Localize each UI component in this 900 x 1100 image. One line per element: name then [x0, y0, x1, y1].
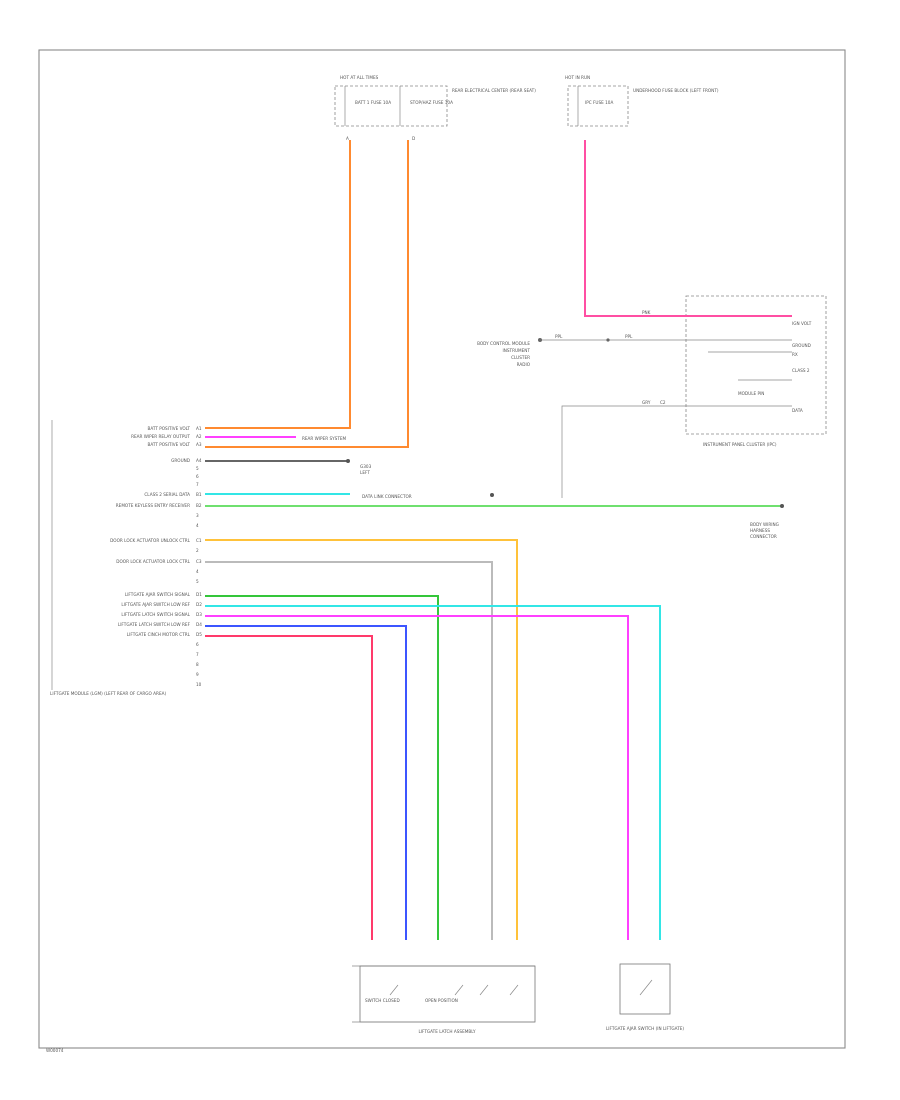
liftgate-module: LIFTGATE MODULE (LGM) (LEFT REAR OF CARG… [50, 420, 166, 696]
ipc-name: INSTRUMENT PANEL CLUSTER (IPC) [703, 442, 777, 447]
fuse-desc-label: REAR ELECTRICAL CENTER (REAR SEAT) [452, 88, 536, 93]
right-side-label: CLUSTER [511, 355, 530, 360]
instrument-panel-cluster: IGN VOLT GROUND RX CLASS 2 DATA MODULE P… [685, 295, 827, 447]
svg-text:5: 5 [196, 579, 199, 584]
svg-text:7: 7 [196, 652, 199, 657]
wire-yellow-unlock [205, 539, 518, 940]
wire-orange-batt2 [205, 140, 409, 448]
pin-label: LIFTGATE LATCH SWITCH LOW REF [118, 622, 191, 627]
fuse-desc-label: UNDERHOOD FUSE BLOCK (LEFT FRONT) [633, 88, 719, 93]
wiring-conn-label: BODY WIRING [750, 522, 779, 527]
svg-text:D1: D1 [196, 592, 202, 597]
svg-text:5: 5 [196, 466, 199, 471]
wire-green-ajar [205, 595, 439, 940]
svg-text:4: 4 [196, 523, 199, 528]
rear-wiper-label: REAR WIPER SYSTEM [302, 436, 347, 441]
svg-text:C3: C3 [196, 559, 202, 564]
svg-text:6: 6 [196, 474, 199, 479]
svg-text:A4: A4 [196, 458, 202, 463]
svg-text:4: 4 [196, 569, 199, 574]
pin-label: REMOTE KEYLESS ENTRY RECEIVER [116, 503, 190, 508]
svg-text:C1: C1 [196, 538, 202, 543]
svg-text:6: 6 [196, 642, 199, 647]
lgm-pin-numbers: A1 A2 A3 A4 5 6 7 B1 B2 3 4 C1 2 C3 4 5 … [196, 426, 202, 687]
wire-cyan-ajar-ref [205, 605, 661, 940]
svg-text:9: 9 [196, 672, 199, 677]
ipc-pin: CLASS 2 [792, 368, 810, 373]
wire-blue-latch-ref [205, 625, 407, 940]
pin-label: REAR WIPER RELAY OUTPUT [131, 434, 190, 439]
svg-text:A1: A1 [196, 426, 202, 431]
ground-label: G303 [360, 464, 372, 469]
svg-text:B2: B2 [196, 503, 202, 508]
svg-text:D4: D4 [196, 622, 202, 627]
ipc-pin: DATA [792, 408, 803, 413]
wire-label: PPL [555, 334, 563, 339]
pin-label: A [346, 136, 349, 141]
svg-text:10: 10 [196, 682, 202, 687]
svg-text:3: 3 [196, 513, 199, 518]
svg-text:7: 7 [196, 482, 199, 487]
wire-gray-lock [205, 561, 493, 940]
svg-text:D3: D3 [196, 612, 202, 617]
ipc-side-label: MODULE PIN [738, 391, 764, 396]
right-side-label: RADIO [517, 362, 531, 367]
svg-text:A2: A2 [196, 434, 202, 439]
wire-label: GRY [642, 400, 651, 405]
svg-text:D2: D2 [196, 602, 202, 607]
ground-desc: LEFT [360, 470, 370, 475]
ipc-pin: RX [792, 352, 798, 357]
pin-label: DOOR LOCK ACTUATOR LOCK CTRL [116, 559, 190, 564]
liftgate-latch-assembly: SWITCH CLOSED OPEN POSITION LIFTGATE LAT… [352, 965, 536, 1034]
svg-text:8: 8 [196, 662, 199, 667]
fuse2-label: STOP/HAZ FUSE 10A [410, 100, 453, 105]
pin-label: LIFTGATE AJAR SWITCH SIGNAL [125, 592, 191, 597]
wire-label: PNK [642, 310, 651, 315]
pin-label: DOOR LOCK ACTUATOR UNLOCK CTRL [110, 538, 191, 543]
fuse-header-label: HOT AT ALL TIMES [340, 75, 379, 80]
latch-switch-label: OPEN POSITION [425, 998, 458, 1003]
rear-electrical-center: HOT AT ALL TIMES BATT 1 FUSE 10A STOP/HA… [334, 75, 536, 141]
wire-red-cinch [205, 635, 373, 940]
latch-switch-label: SWITCH CLOSED [365, 998, 400, 1003]
wire-label: PPL [625, 334, 633, 339]
wire-orange-batt1 [205, 140, 351, 429]
ipc-fuse-label: IPC FUSE 10A [585, 100, 613, 105]
right-side-label: INSTRUMENT [502, 348, 530, 353]
pin-label: LIFTGATE CINCH MOTOR CTRL [127, 632, 191, 637]
svg-text:A3: A3 [196, 442, 202, 447]
svg-text:B1: B1 [196, 492, 202, 497]
ipc-pin: GROUND [792, 343, 811, 348]
lgm-name: LIFTGATE MODULE (LGM) (LEFT REAR OF CARG… [50, 691, 166, 696]
pin-label: CLASS 2 SERIAL DATA [144, 492, 190, 497]
wiring-conn-label: CONNECTOR [750, 534, 777, 539]
ipc-pin: IGN VOLT [792, 321, 812, 326]
pin-label: BATT POSITIVE VOLT [147, 442, 190, 447]
wire-label: C2 [660, 400, 666, 405]
ipc-data-connection: PPL PPL BODY CONTROL MODULE INSTRUMENT C… [477, 334, 792, 498]
latch-assembly-name: LIFTGATE LATCH ASSEMBLY [418, 1029, 476, 1034]
ajar-switch-name: LIFTGATE AJAR SWITCH (IN LIFTGATE) [606, 1026, 684, 1031]
diagram-frame [38, 49, 846, 1049]
right-side-label: BODY CONTROL MODULE [477, 341, 530, 346]
data-link-label: DATA LINK CONNECTOR [362, 494, 412, 499]
svg-text:2: 2 [196, 548, 199, 553]
pin-label: LIFTGATE AJAR SWITCH LOW REF [121, 602, 190, 607]
wire-pink-ipc [584, 140, 792, 317]
liftgate-ajar-switch: LIFTGATE AJAR SWITCH (IN LIFTGATE) [606, 963, 684, 1031]
wiring-conn-label: HARNESS [750, 528, 770, 533]
pin-label: GROUND [171, 458, 190, 463]
footer-code: W00074 [46, 1048, 64, 1053]
pin-label: D [412, 136, 415, 141]
svg-text:D5: D5 [196, 632, 202, 637]
fuse1-label: BATT 1 FUSE 10A [355, 100, 391, 105]
lgm-pin-labels: BATT POSITIVE VOLT REAR WIPER RELAY OUTP… [110, 426, 191, 637]
pin-label: BATT POSITIVE VOLT [147, 426, 190, 431]
fuse-header-label: HOT IN RUN [565, 75, 590, 80]
wire-magenta-latch [205, 615, 629, 940]
pin-label: LIFTGATE LATCH SWITCH SIGNAL [121, 612, 190, 617]
underhood-fuse-block: HOT IN RUN IPC FUSE 10A UNDERHOOD FUSE B… [565, 75, 719, 127]
